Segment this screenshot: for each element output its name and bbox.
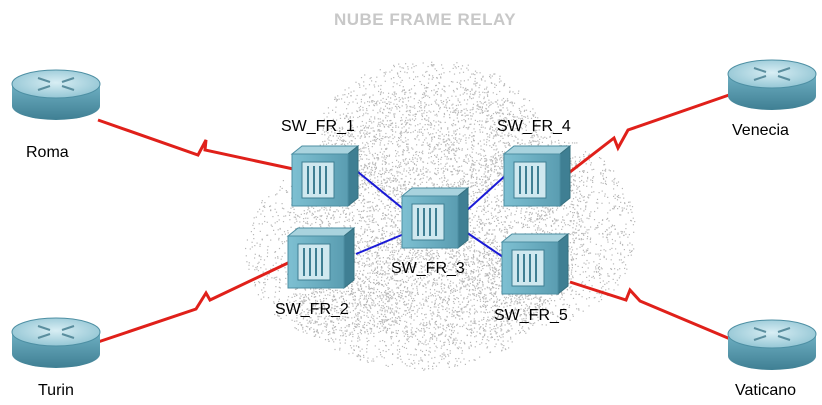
link-sw3-sw5 xyxy=(465,231,504,258)
link-vaticano-sw5 xyxy=(569,280,736,343)
serial-links xyxy=(97,93,736,344)
router-venecia[interactable] xyxy=(727,59,817,110)
link-sw1-sw3 xyxy=(357,171,408,213)
link-turin-sw2 xyxy=(97,260,291,344)
switch-sw-fr-4[interactable] xyxy=(502,144,572,208)
link-sw2-sw3 xyxy=(355,233,405,255)
router-turin[interactable] xyxy=(11,317,101,368)
switch-label-sw-fr-3: SW_FR_3 xyxy=(391,260,465,277)
link-roma-sw1 xyxy=(97,118,299,172)
switch-sw-fr-3[interactable] xyxy=(400,186,470,250)
router-label-venecia: Venecia xyxy=(732,122,789,139)
router-roma[interactable] xyxy=(11,69,101,120)
switch-sw-fr-2[interactable] xyxy=(286,226,356,290)
diagram-title: NUBE FRAME RELAY xyxy=(333,10,517,29)
router-label-roma: Roma xyxy=(26,144,69,161)
router-label-vaticano: Vaticano xyxy=(735,382,797,399)
router-vaticano[interactable] xyxy=(727,319,817,370)
switch-label-sw-fr-4: SW_FR_4 xyxy=(497,118,571,135)
ethernet-links xyxy=(355,171,507,258)
switch-sw-fr-1[interactable] xyxy=(290,144,360,208)
link-sw3-sw4 xyxy=(464,174,507,213)
link-venecia-sw4 xyxy=(569,93,730,174)
router-label-turin: Turin xyxy=(38,382,74,399)
switch-label-sw-fr-1: SW_FR_1 xyxy=(281,118,355,135)
switch-label-sw-fr-2: SW_FR_2 xyxy=(275,301,349,318)
switch-sw-fr-5[interactable] xyxy=(500,232,570,296)
switch-label-sw-fr-5: SW_FR_5 xyxy=(494,307,568,324)
